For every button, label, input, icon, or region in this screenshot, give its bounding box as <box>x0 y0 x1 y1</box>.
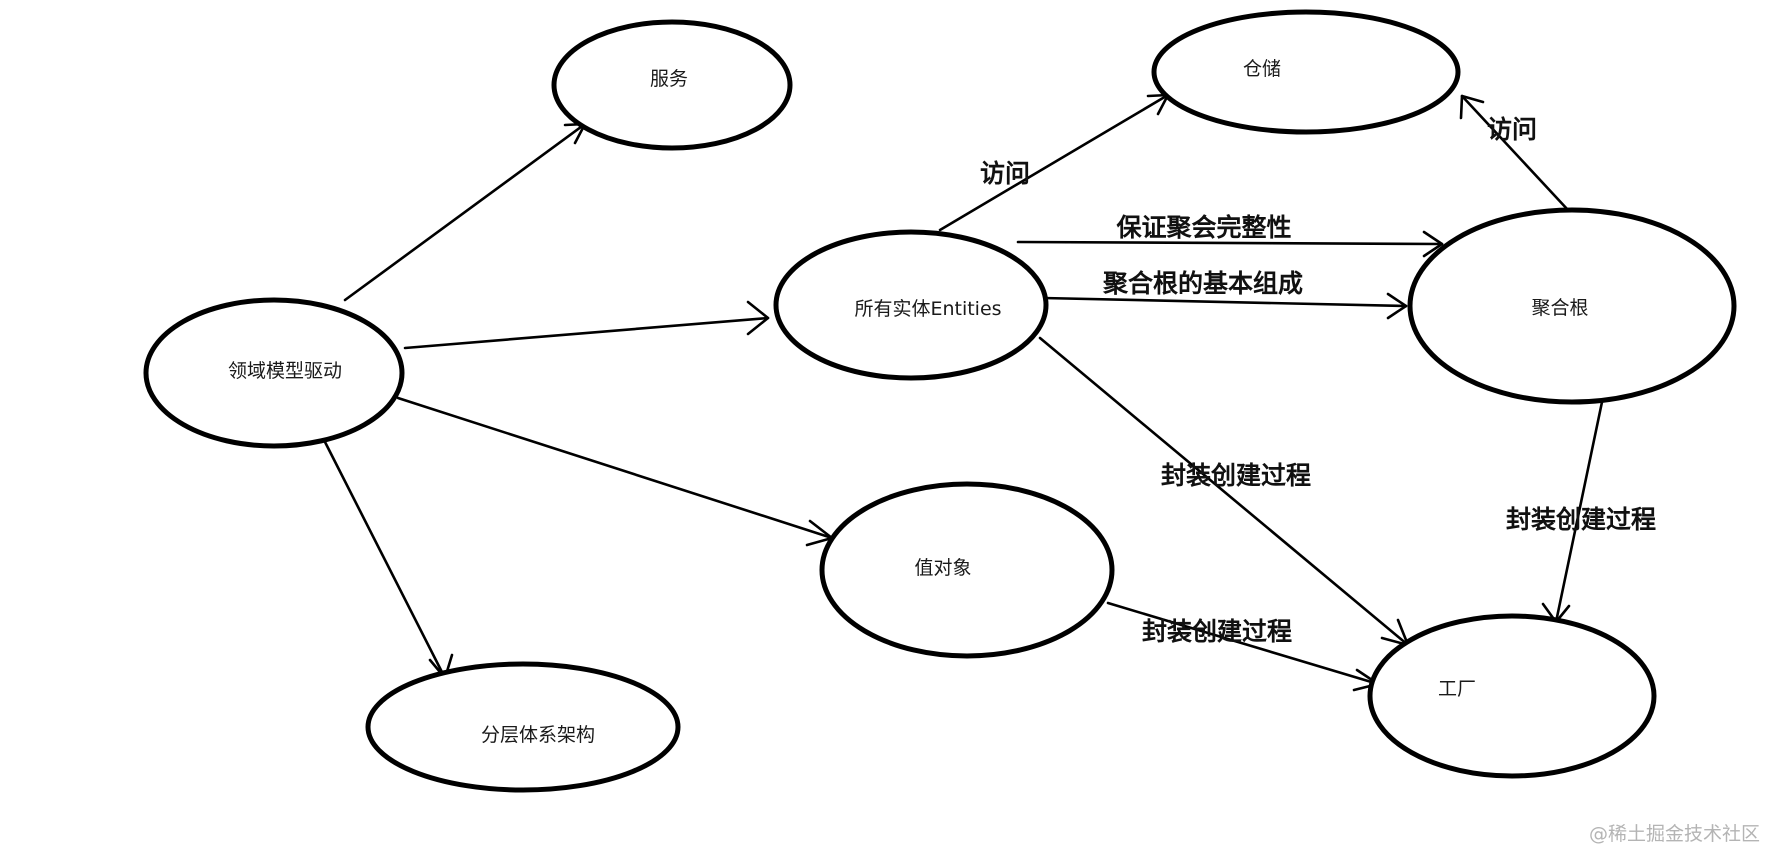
node-service-label: 服务 <box>650 68 688 90</box>
edge-entities-to-aggregate-integrity <box>1016 230 1444 258</box>
edge-label-aggregate-to-repository: 访问 <box>1487 115 1537 144</box>
edges <box>323 93 1604 692</box>
edge-domain-to-layered <box>323 440 454 680</box>
node-entities-label: 所有实体Entities <box>854 298 1001 320</box>
node-value-object-label: 值对象 <box>914 557 971 579</box>
node-factory-label: 工厂 <box>1438 678 1476 700</box>
node-domain-model: 领域模型驱动 <box>143 297 405 449</box>
node-layered-architecture: 分层体系架构 <box>365 661 681 793</box>
node-aggregate-root-label: 聚合根 <box>1531 297 1588 319</box>
node-repository: 仓储 <box>1151 9 1461 135</box>
edge-labels: 访问 访问 保证聚会完整性 聚合根的基本组成 封装创建过程 封装创建过程 封装创… <box>980 115 1656 646</box>
edge-label-value-object-to-factory: 封装创建过程 <box>1142 617 1292 646</box>
edge-label-entities-to-factory: 封装创建过程 <box>1161 461 1311 490</box>
node-value-object: 值对象 <box>819 481 1115 659</box>
edge-domain-to-service <box>343 122 587 302</box>
node-repository-label: 仓储 <box>1243 58 1281 80</box>
edge-label-aggregate-to-factory: 封装创建过程 <box>1506 505 1656 534</box>
edge-domain-to-entities <box>403 300 770 350</box>
edge-label-entities-to-repository: 访问 <box>980 159 1030 188</box>
node-entities: 所有实体Entities <box>773 229 1049 381</box>
edge-entities-to-aggregate-composition <box>1041 292 1408 320</box>
edge-label-entities-to-aggregate-composition: 聚合根的基本组成 <box>1102 269 1303 298</box>
node-aggregate-root: 聚合根 <box>1407 207 1737 405</box>
edge-label-entities-to-aggregate-integrity: 保证聚会完整性 <box>1115 213 1291 242</box>
node-service: 服务 <box>551 19 793 151</box>
edge-entities-to-repository <box>938 93 1170 232</box>
node-domain-model-label: 领域模型驱动 <box>228 360 342 382</box>
edge-domain-to-value-object <box>396 396 834 547</box>
nodes: 领域模型驱动 服务 所有实体Entities 仓储 聚合根 值对象 分层体系架构 <box>143 9 1737 793</box>
node-layered-architecture-label: 分层体系架构 <box>481 724 595 746</box>
watermark: @稀土掘金技术社区 <box>1588 823 1760 845</box>
node-factory: 工厂 <box>1367 613 1657 779</box>
edge-aggregate-to-repository <box>1459 94 1570 212</box>
